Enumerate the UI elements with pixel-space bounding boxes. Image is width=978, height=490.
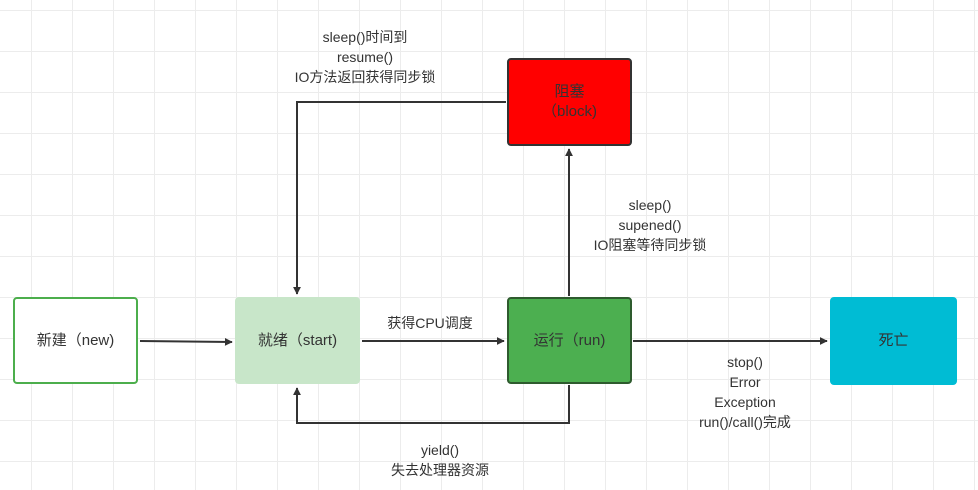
edge-label-line: stop() [727, 354, 763, 370]
edge-label-line: Exception [714, 394, 776, 410]
state-dead-label: 死亡 [878, 332, 909, 349]
edge-label-line: run()/call()完成 [699, 414, 791, 430]
edge-label-line: IO方法返回获得同步锁 [294, 69, 436, 85]
state-blocked-box: 阻塞 （block) [507, 58, 632, 146]
edge-label-yield: yield() 失去处理器资源 [355, 440, 525, 480]
state-ready-box: 就绪（start) [235, 297, 360, 384]
state-new-label: 新建（new) [36, 331, 115, 349]
edge-label-cpu: 获得CPU调度 [365, 313, 495, 333]
state-running-label: 运行（run) [533, 331, 606, 349]
edge-label-line: IO阻塞等待同步锁 [593, 237, 707, 253]
state-new-box: 新建（new) [13, 297, 138, 384]
edge-label-wake: sleep()时间到 resume() IO方法返回获得同步锁 [255, 27, 475, 87]
edge-label-line: sleep()时间到 [322, 29, 408, 45]
state-ready-label: 就绪（start) [257, 331, 338, 349]
edge-label-line: 失去处理器资源 [391, 462, 489, 478]
edge-label-block: sleep() supened() IO阻塞等待同步锁 [550, 195, 750, 255]
edge-label-end: stop() Error Exception run()/call()完成 [660, 352, 830, 432]
edge-new-to-ready [139, 337, 233, 346]
edge-label-line: Error [729, 374, 761, 390]
edge-label-line: supened() [618, 217, 682, 233]
state-running-box: 运行（run) [507, 297, 632, 384]
edge-label-line: 获得CPU调度 [387, 315, 473, 331]
edge-running-to-ready [293, 385, 570, 424]
edge-label-line: yield() [420, 442, 460, 458]
edge-label-line: sleep() [628, 197, 672, 213]
edge-label-line: resume() [336, 49, 393, 65]
state-blocked-label: 阻塞 （block) [541, 83, 597, 120]
state-dead-box: 死亡 [830, 297, 957, 385]
edge-blocked-to-ready [293, 101, 506, 295]
